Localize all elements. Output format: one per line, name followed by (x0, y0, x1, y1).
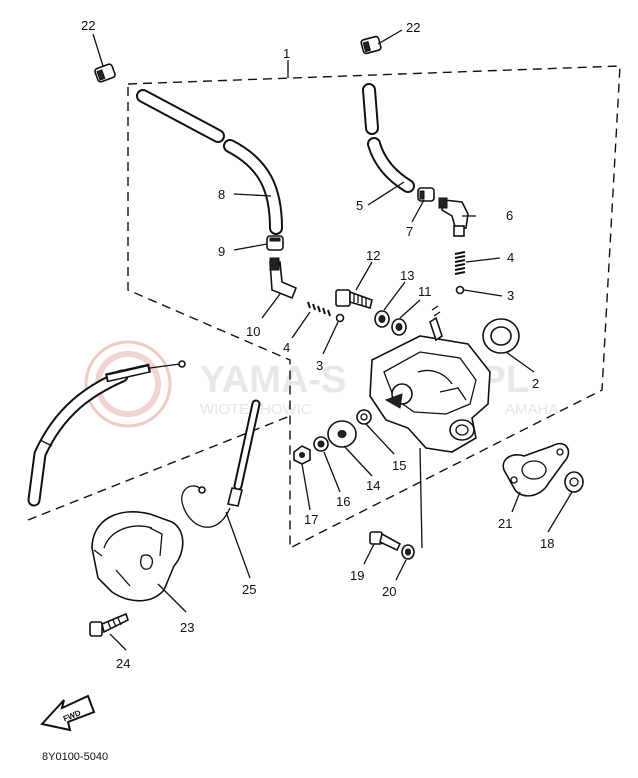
callout-3-right: 3 (507, 288, 514, 303)
washer-part-16 (313, 436, 329, 452)
callout-20: 20 (382, 584, 396, 599)
callout-23: 23 (180, 620, 194, 635)
clip-part-9 (266, 235, 284, 251)
callout-11: 11 (418, 284, 432, 299)
callout-9: 9 (218, 244, 225, 259)
oil-seal-part-2 (482, 318, 520, 354)
fitting-part-10 (269, 257, 298, 300)
fitting-part-6 (438, 197, 469, 237)
callout-4-right: 4 (507, 250, 514, 265)
cable-part-25 (181, 399, 261, 528)
callout-8: 8 (218, 187, 225, 202)
screw-part-19 (369, 531, 402, 552)
callout-24: 24 (116, 656, 130, 671)
watermark-logo-ring (84, 340, 172, 428)
callout-3-left: 3 (316, 358, 323, 373)
hose-clamp-part-22-right (360, 35, 382, 55)
callout-17: 17 (304, 512, 318, 527)
screw-part-24 (89, 612, 129, 637)
callout-5: 5 (356, 198, 363, 213)
callout-16: 16 (336, 494, 350, 509)
oil-hose-part-5 (362, 83, 415, 193)
watermark-main-text: YAMA-S (200, 359, 346, 401)
callout-6: 6 (506, 208, 513, 223)
callout-4-left: 4 (283, 340, 290, 355)
leader-lines (92, 29, 573, 651)
callout-14: 14 (366, 478, 380, 493)
hose-clamp-part-22-left (94, 63, 116, 83)
callout-labels: 22 22 1 8 9 10 5 7 6 4 3 4 3 12 13 11 2 … (81, 18, 554, 671)
spring-part-4-right (454, 251, 466, 275)
callout-22-left: 22 (81, 18, 95, 33)
gasket-part-21 (502, 442, 570, 497)
washer-part-13 (374, 310, 390, 328)
callout-21: 21 (498, 516, 512, 531)
callout-15: 15 (392, 458, 406, 473)
washer-part-11 (391, 318, 407, 336)
assembly-boundary-dashed (127, 65, 621, 550)
oil-pump-body (369, 305, 491, 453)
watermark-sub-suffix-text: AMAHA (505, 401, 558, 418)
ball-part-3-right (455, 285, 465, 295)
forward-arrow-icon: FWD (40, 694, 96, 732)
nut-part-17 (293, 445, 311, 465)
washer-part-15 (356, 409, 372, 425)
callout-19: 19 (350, 568, 364, 583)
pump-cable-assembly (27, 360, 186, 507)
ball-part-3-left (335, 313, 345, 323)
callout-2: 2 (532, 376, 539, 391)
callout-10: 10 (246, 324, 260, 339)
callout-22-right: 22 (406, 20, 420, 35)
callout-1: 1 (283, 46, 290, 61)
callout-18: 18 (540, 536, 554, 551)
bolt-part-12 (335, 289, 373, 310)
callout-12: 12 (366, 248, 380, 263)
plate-part-14 (327, 420, 357, 448)
callout-25: 25 (242, 582, 256, 597)
clip-part-7 (417, 187, 435, 202)
watermark: YAMA-S .PL WIOTECHOWIC AMAHA (84, 340, 558, 428)
spring-part-4-left (307, 301, 331, 317)
oil-hose-part-8 (136, 89, 283, 235)
pump-cover-part-23 (91, 510, 184, 602)
washer-part-20 (401, 544, 415, 560)
diagram-code: 8Y0100-5040 (42, 751, 108, 763)
callout-13: 13 (400, 268, 414, 283)
group-separator-dashed (27, 415, 291, 521)
callout-7: 7 (406, 224, 413, 239)
washer-part-18 (564, 471, 584, 493)
